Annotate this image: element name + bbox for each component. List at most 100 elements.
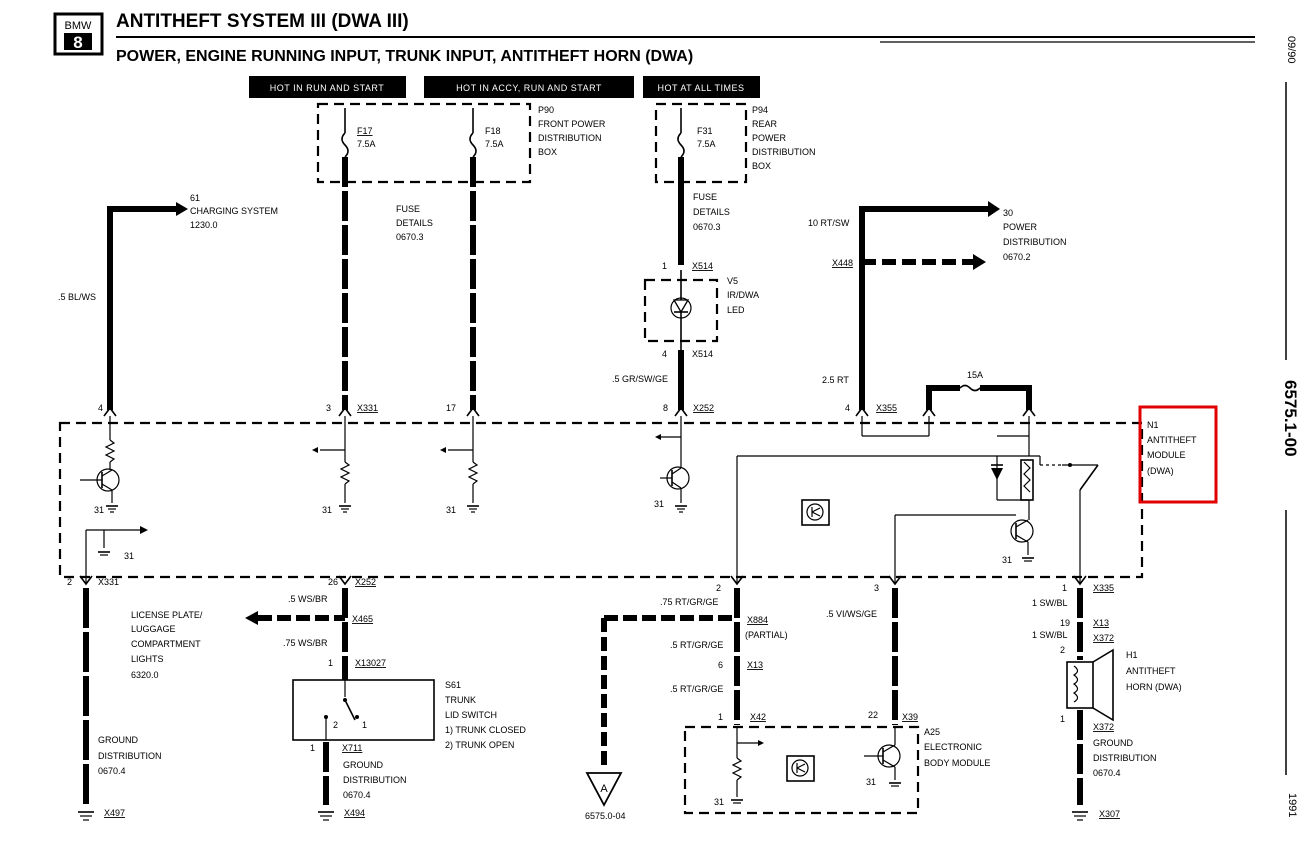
diagram-label: 31 (124, 551, 134, 561)
n1-antitheft-module (58, 421, 1144, 579)
diagram-label: HORN (DWA) (1126, 682, 1182, 692)
diagram-label: 10 RT/SW (808, 218, 850, 228)
diagram-label: X711 (342, 743, 362, 753)
diagram-label: 26 (328, 577, 338, 587)
diagram-label: DISTRIBUTION (1003, 237, 1067, 247)
diagram-label: 1 SW/BL (1032, 630, 1068, 640)
fuse-f18: F18 7.5A (469, 108, 504, 158)
diagram-label: X494 (344, 808, 365, 818)
diagram-label: POWER (1003, 222, 1038, 232)
diagram-label: 1 (1060, 714, 1065, 724)
diagram-label: P94 (752, 105, 768, 115)
diagram-label: 31 (446, 505, 456, 515)
diagram-label: .5 RT/GR/GE (670, 640, 723, 650)
s61-trunk-switch[interactable] (292, 679, 435, 741)
power-header-all-times (643, 76, 760, 98)
diagram-label: ANTITHEFT (1126, 666, 1176, 676)
power-header-label: HOT IN ACCY, RUN AND START (456, 83, 602, 93)
diagram-label: DISTRIBUTION (1093, 753, 1157, 763)
diagram-label: 3 (326, 403, 331, 413)
diagram-label: DISTRIBUTION (752, 147, 816, 157)
diagram-label: 8 (663, 403, 668, 413)
diagram-label: X884 (747, 615, 768, 625)
diagram-label: LIGHTS (131, 654, 164, 664)
diagram-label: FRONT POWER (538, 119, 606, 129)
diagram-label: X448 (832, 258, 853, 268)
diagram-label: X252 (355, 577, 376, 587)
diagram-label: .5 GR/SW/GE (612, 374, 668, 384)
n1-highlight-box (1138, 405, 1218, 504)
diagram-label: V5 (727, 276, 738, 286)
diagram-label: 1 (718, 712, 723, 722)
diagram-label: DISTRIBUTION (98, 751, 162, 761)
diagram-label: 2) TRUNK OPEN (445, 740, 514, 750)
diagram-label: 6575.0-04 (585, 811, 626, 821)
diagram-label: COMPARTMENT (131, 639, 201, 649)
diagram-label: X42 (750, 712, 766, 722)
diagram-label: GROUND (98, 735, 138, 745)
logo-text: BMW (65, 20, 93, 32)
ground-icon (98, 551, 110, 556)
diagram-label: X13 (747, 660, 763, 670)
ground-icon (1022, 557, 1034, 562)
page-title: ANTITHEFT SYSTEM III (DWA III) (116, 11, 409, 32)
diagram-label: 31 (654, 499, 664, 509)
diagram-label: 31 (322, 505, 332, 515)
diagram-label: 7.5A (697, 139, 716, 149)
diagram-label: 19 (1060, 618, 1070, 628)
diagram-label: X514 (692, 261, 713, 271)
diagram-label: IR/DWA (727, 290, 759, 300)
power-header-label: HOT AT ALL TIMES (657, 83, 744, 93)
diagram-label: 4 (845, 403, 850, 413)
power-header-accy (424, 76, 634, 98)
diagram-label: ELECTRONIC (924, 742, 983, 752)
logic-icon (801, 499, 830, 526)
diagram-label: X13 (1093, 618, 1109, 628)
ground-icon (1072, 811, 1088, 821)
diagram-label: DISTRIBUTION (538, 133, 602, 143)
diagram-label: DETAILS (693, 207, 730, 217)
diagram-label: (DWA) (1147, 466, 1174, 476)
led-icon (672, 299, 690, 314)
diagram-label: X331 (357, 403, 378, 413)
diagram-label: 1 (1062, 583, 1067, 593)
diagram-label: DISTRIBUTION (343, 775, 407, 785)
diagram-label: BOX (752, 161, 771, 171)
diagram-label: LICENSE PLATE/ (131, 610, 203, 620)
ground-icon (889, 782, 901, 787)
diagram-label: 0670.3 (396, 232, 424, 242)
offpage-connector-a[interactable] (585, 772, 623, 807)
diagram-label: 17 (446, 403, 456, 413)
diagram-label: 6 (718, 660, 723, 670)
diagram-label: 1 (328, 658, 333, 668)
diagram-label: POWER (752, 133, 787, 143)
fuse-f31: F31 7.5A (677, 108, 716, 158)
diagram-label: LED (727, 305, 745, 315)
diagram-label: 22 (868, 710, 878, 720)
diagram-label: FUSE (396, 204, 420, 214)
diagram-label: N1 (1147, 420, 1159, 430)
diagram-label: 31 (714, 797, 724, 807)
diagram-label: 4 (662, 349, 667, 359)
diagram-label: F31 (697, 126, 713, 136)
diagram-label: 30 (1003, 208, 1013, 218)
diagram-label: F18 (485, 126, 501, 136)
diagram-label: 2 (716, 583, 721, 593)
diagram-label: X331 (98, 577, 119, 587)
diagram-label: X497 (104, 808, 125, 818)
diagram-label: S61 (445, 680, 461, 690)
ground-icon (318, 811, 334, 821)
ground-icon (731, 799, 743, 804)
diagram-label: X465 (352, 614, 373, 624)
diagram-label: 1 (362, 720, 367, 730)
wire-charging (107, 206, 176, 410)
ground-icon (467, 505, 479, 513)
diagram-label: (PARTIAL) (745, 630, 788, 640)
diagram-label: .5 WS/BR (288, 594, 328, 604)
side-page-number: 6575.1-00 (1281, 380, 1300, 457)
page-subtitle: POWER, ENGINE RUNNING INPUT, TRUNK INPUT… (116, 48, 693, 65)
diagram-label: TRUNK (445, 695, 476, 705)
diagram-label: X39 (902, 712, 918, 722)
logo-number: 8 (73, 33, 82, 52)
diagram-label: FUSE (693, 192, 717, 202)
